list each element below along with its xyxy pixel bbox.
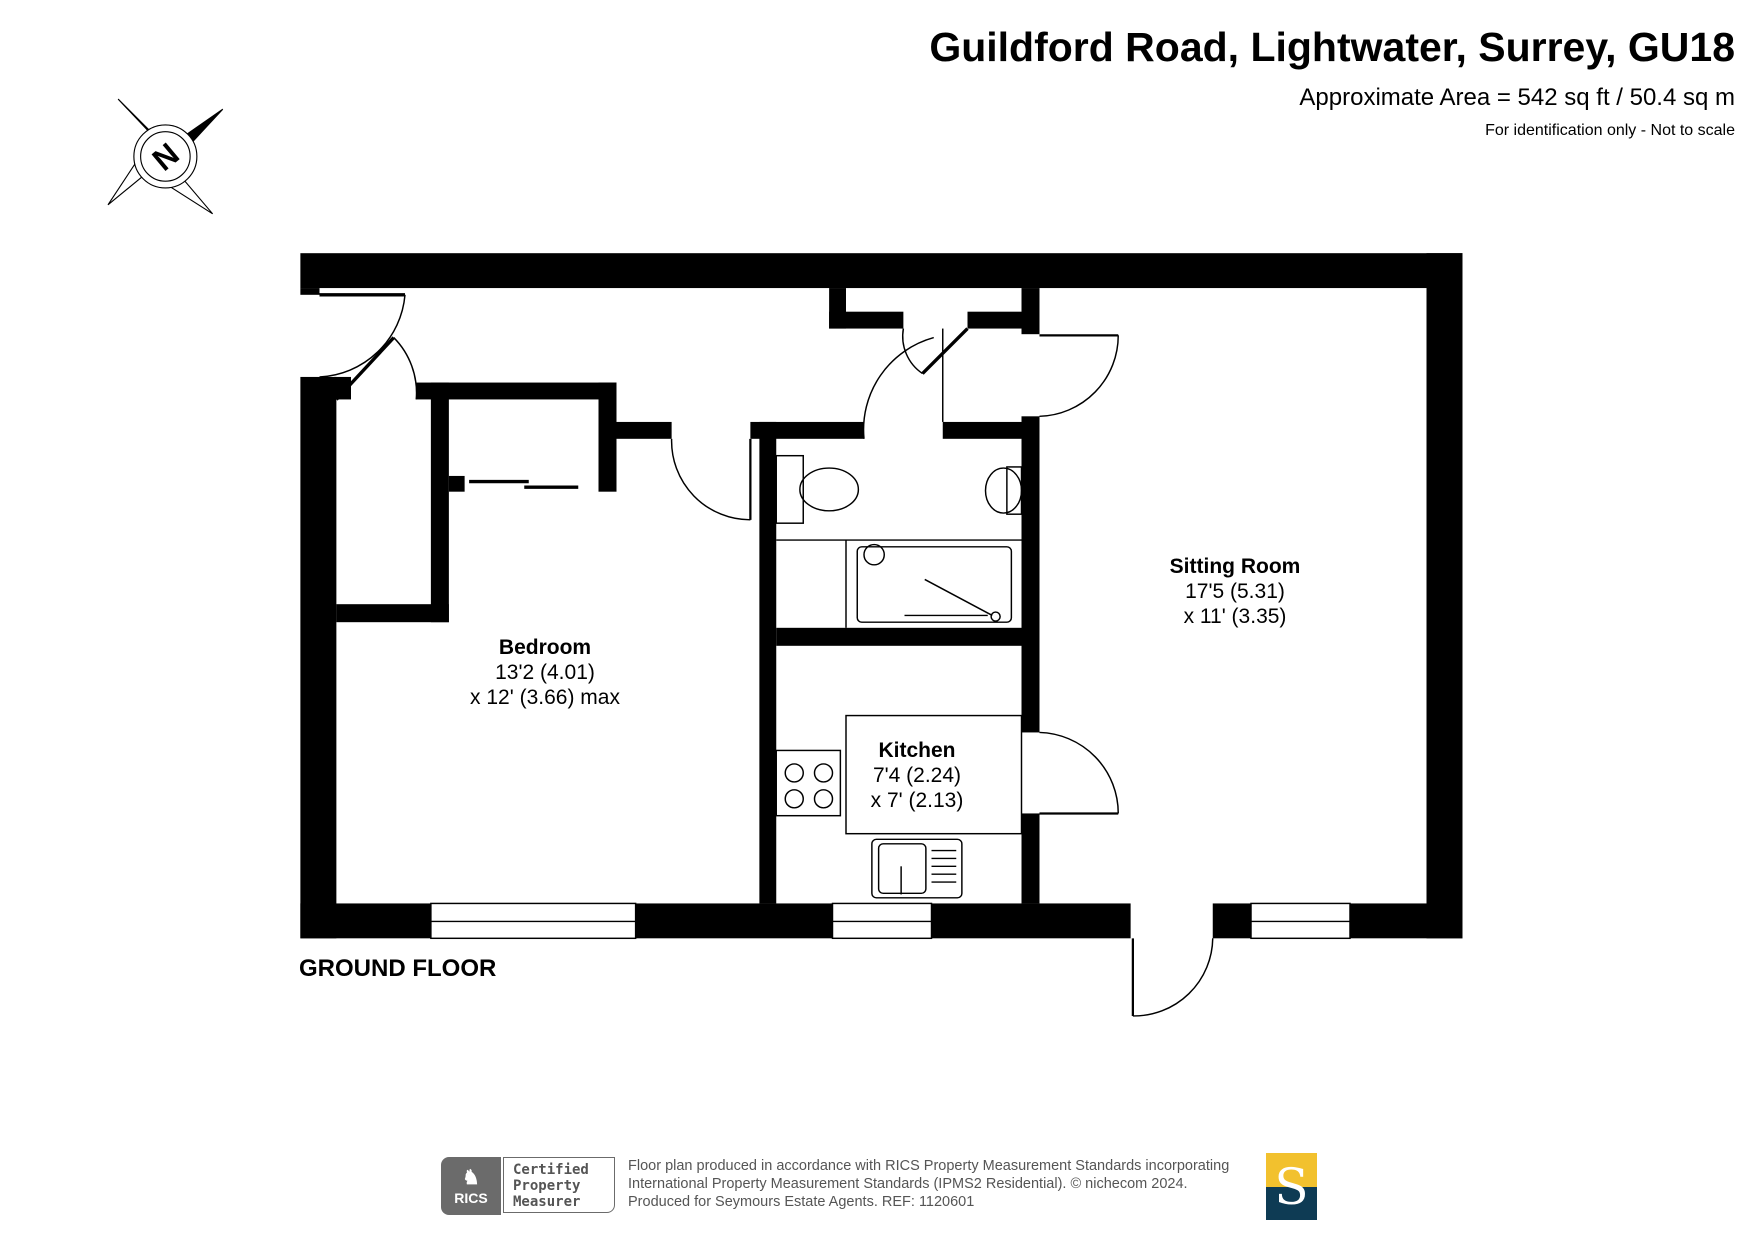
lion-icon: ♞ bbox=[462, 1167, 480, 1189]
seymours-logo: S bbox=[1266, 1153, 1317, 1220]
room-kitchen: Kitchen 7'4 (2.24) x 7' (2.13) bbox=[871, 738, 964, 813]
compass-north-icon: N bbox=[107, 98, 224, 215]
room-dimension: x 11' (3.35) bbox=[1183, 605, 1287, 628]
rics-logo: ♞RICS bbox=[441, 1157, 501, 1215]
room-dimension: x 12' (3.66) max bbox=[470, 686, 620, 709]
footer-text: Floor plan produced in accordance with R… bbox=[628, 1158, 1230, 1210]
walls bbox=[300, 253, 1463, 939]
approximate-area: Approximate Area = 542 sq ft / 50.4 sq m bbox=[1299, 84, 1735, 111]
room-name: Kitchen bbox=[878, 739, 956, 762]
floor-label: GROUND FLOOR bbox=[299, 955, 497, 982]
room-sitting-room: Sitting Room 17'5 (5.31) x 11' (3.35) bbox=[1170, 554, 1301, 629]
room-dimension: 17'5 (5.31) bbox=[1185, 580, 1285, 603]
disclaimer-note: For identification only - Not to scale bbox=[1485, 122, 1735, 139]
room-name: Sitting Room bbox=[1169, 555, 1301, 578]
property-title: Guildford Road, Lightwater, Surrey, GU18 bbox=[929, 24, 1735, 70]
room-dimension: x 7' (2.13) bbox=[870, 789, 964, 812]
fixtures bbox=[319, 293, 1351, 1017]
room-dimension: 7'4 (2.24) bbox=[872, 764, 962, 787]
room-name: Bedroom bbox=[498, 636, 592, 659]
room-dimension: 13'2 (4.01) bbox=[495, 661, 595, 684]
room-bedroom: Bedroom 13'2 (4.01) x 12' (3.66) max bbox=[470, 635, 620, 710]
